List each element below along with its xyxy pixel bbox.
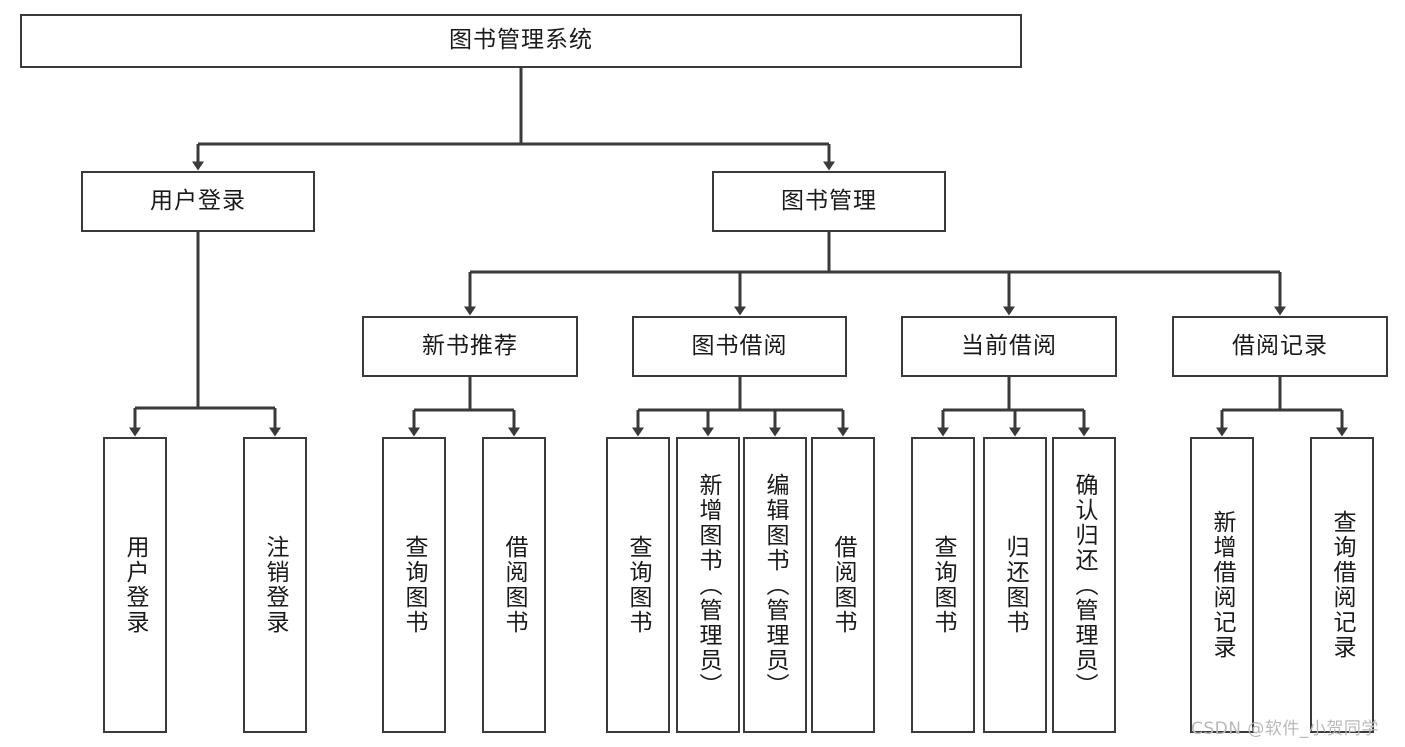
node-leaf-borrow-book-2[interactable]: 借阅图书: [811, 437, 875, 733]
node-leaf-return-book[interactable]: 归还图书: [983, 437, 1047, 733]
node-leaf-query-book-2[interactable]: 查询图书: [606, 437, 670, 733]
csdn-watermark: CSDN @软件_小贺同学: [1191, 719, 1379, 739]
node-label: 新增借阅记录: [1209, 510, 1236, 660]
node-label: 借阅记录: [1232, 332, 1328, 359]
node-label: 借阅图书: [830, 535, 857, 635]
node-label: 编辑图书（管理员）: [762, 472, 789, 698]
node-label: 图书管理系统: [449, 27, 593, 54]
node-label: 查询图书: [401, 535, 428, 635]
node-label: 新书推荐: [422, 332, 518, 359]
node-leaf-user-login[interactable]: 用户登录: [103, 437, 167, 733]
node-user-login[interactable]: 用户登录: [81, 171, 315, 232]
node-root-system[interactable]: 图书管理系统: [20, 14, 1022, 68]
node-label: 用户登录: [122, 535, 149, 635]
node-label: 归还图书: [1002, 535, 1029, 635]
node-book-management[interactable]: 图书管理: [712, 171, 946, 232]
node-label: 确认归还（管理员）: [1071, 472, 1098, 698]
node-label: 查询图书: [930, 535, 957, 635]
node-label: 注销登录: [262, 535, 289, 635]
node-leaf-borrow-book-1[interactable]: 借阅图书: [482, 437, 546, 733]
node-leaf-confirm-return[interactable]: 确认归还（管理员）: [1052, 437, 1116, 733]
node-label: 图书借阅: [691, 332, 788, 359]
node-book-borrow[interactable]: 图书借阅: [632, 316, 847, 377]
node-label: 查询借阅记录: [1329, 510, 1356, 660]
node-leaf-query-record[interactable]: 查询借阅记录: [1310, 437, 1374, 733]
node-borrow-record[interactable]: 借阅记录: [1172, 316, 1388, 377]
node-label: 查询图书: [625, 535, 652, 635]
node-label: 借阅图书: [501, 535, 528, 635]
node-label: 当前借阅: [961, 332, 1057, 359]
node-leaf-query-book-1[interactable]: 查询图书: [382, 437, 446, 733]
node-label: 用户登录: [150, 187, 246, 214]
node-leaf-add-record[interactable]: 新增借阅记录: [1190, 437, 1254, 733]
node-label: 图书管理: [781, 187, 877, 214]
node-leaf-edit-book-admin[interactable]: 编辑图书（管理员）: [743, 437, 807, 733]
node-new-book-recommend[interactable]: 新书推荐: [362, 316, 578, 377]
node-leaf-query-book-3[interactable]: 查询图书: [911, 437, 975, 733]
node-current-borrow[interactable]: 当前借阅: [901, 316, 1117, 377]
node-leaf-add-book-admin[interactable]: 新增图书（管理员）: [676, 437, 740, 733]
node-label: 新增图书（管理员）: [695, 472, 722, 698]
node-leaf-logout[interactable]: 注销登录: [243, 437, 307, 733]
